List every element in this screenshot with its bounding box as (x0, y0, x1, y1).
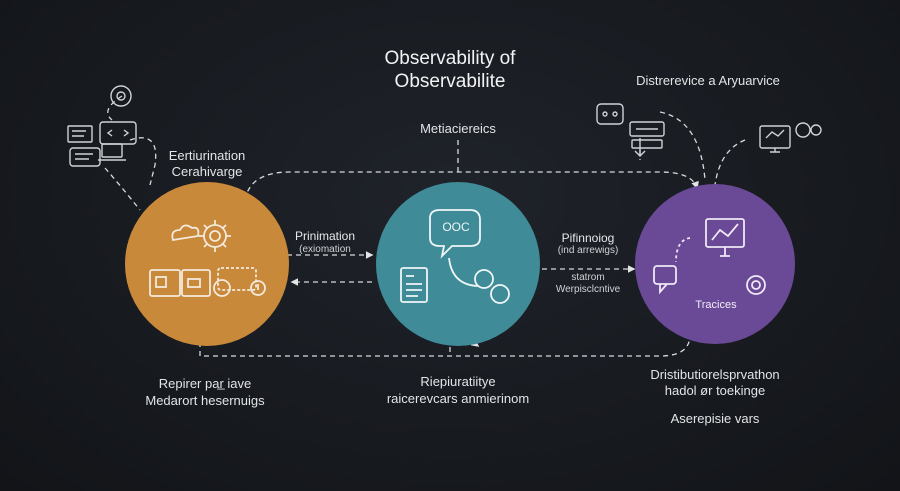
server-box-icon (181, 269, 211, 297)
right-connector-label: Pifinnoiog (561, 231, 615, 245)
chat-icon (69, 147, 101, 167)
center-bubble-text: OOC (442, 220, 470, 234)
center-node-circle (376, 182, 540, 346)
network-node-icon (448, 257, 510, 304)
connector-lines (104, 95, 746, 357)
right-node-bottom-label-2: hadol ør toekinge (664, 383, 766, 398)
top-right-icons (596, 103, 822, 157)
document-icon (400, 267, 428, 303)
trace-link (675, 237, 691, 263)
top-arc-connector (244, 171, 699, 201)
list-icon (67, 125, 93, 143)
gear-icon (746, 275, 766, 295)
right-connector-sublabel-3: Werpisclcntive (555, 284, 621, 295)
chat-icon (653, 265, 677, 295)
chat-bubble-icon (217, 267, 257, 291)
laptop-icon (98, 143, 126, 161)
search-icon (213, 279, 266, 297)
icon-link-4 (659, 111, 706, 181)
download-icon (634, 138, 646, 157)
center-node-icons (400, 209, 510, 304)
diagram-title-line1: Observability of (384, 48, 516, 69)
server-icon (629, 121, 665, 149)
right-node-bottom-label-3: Aserepisie vars (670, 411, 760, 426)
icon-link-5 (714, 139, 746, 186)
right-node-inner-label: Tracices (695, 299, 737, 311)
diagram-title-line2: Observabilite (394, 71, 506, 92)
left-node-bottom-label-2: Medarort hesernuigs (145, 393, 265, 408)
icon-link-2 (129, 137, 157, 186)
cloud-icon (171, 224, 200, 242)
gear-icon (110, 85, 132, 107)
right-connector-sublabel-2: statrom (571, 272, 605, 283)
browser-window-icon (149, 269, 181, 297)
right-connector-sublabel-1: (ind arrewigs) (557, 245, 619, 256)
gear-icon (199, 220, 231, 252)
icon-link-1 (107, 95, 123, 121)
left-node-bottom-label-1: Repirer par̲ iave (158, 376, 252, 391)
speech-bubble-icon (429, 209, 481, 259)
code-window-icon (99, 121, 137, 145)
left-connector-sublabel: (exiomation (299, 244, 351, 255)
monitor-icon (759, 125, 791, 153)
chat-icon (596, 103, 624, 125)
left-node-circle (125, 182, 289, 346)
center-node-bottom-label-2: raicerevcars anmierinom (386, 391, 530, 406)
right-node-bottom-label-1: Dristibutiorelsprvathon (650, 367, 780, 382)
top-left-icons (67, 85, 137, 167)
right-node-icons (653, 218, 766, 295)
gear-icon (795, 122, 822, 138)
left-node-icons (149, 220, 266, 297)
center-node-top-label: Metiaciereics (420, 121, 496, 136)
left-node-top-label-2: Cerahivarge (171, 164, 243, 179)
left-connector-label: Prinimation (294, 229, 356, 243)
center-node-bottom-label-1: Riepiuratiitye (420, 374, 496, 389)
left-node-top-label-1: Eertiurination (168, 148, 246, 163)
right-node-circle (635, 184, 795, 344)
right-node-top-label: Distrerevice a Aryuarvice (636, 73, 780, 88)
monitor-chart-icon (705, 218, 745, 257)
icon-link-3 (104, 167, 141, 211)
